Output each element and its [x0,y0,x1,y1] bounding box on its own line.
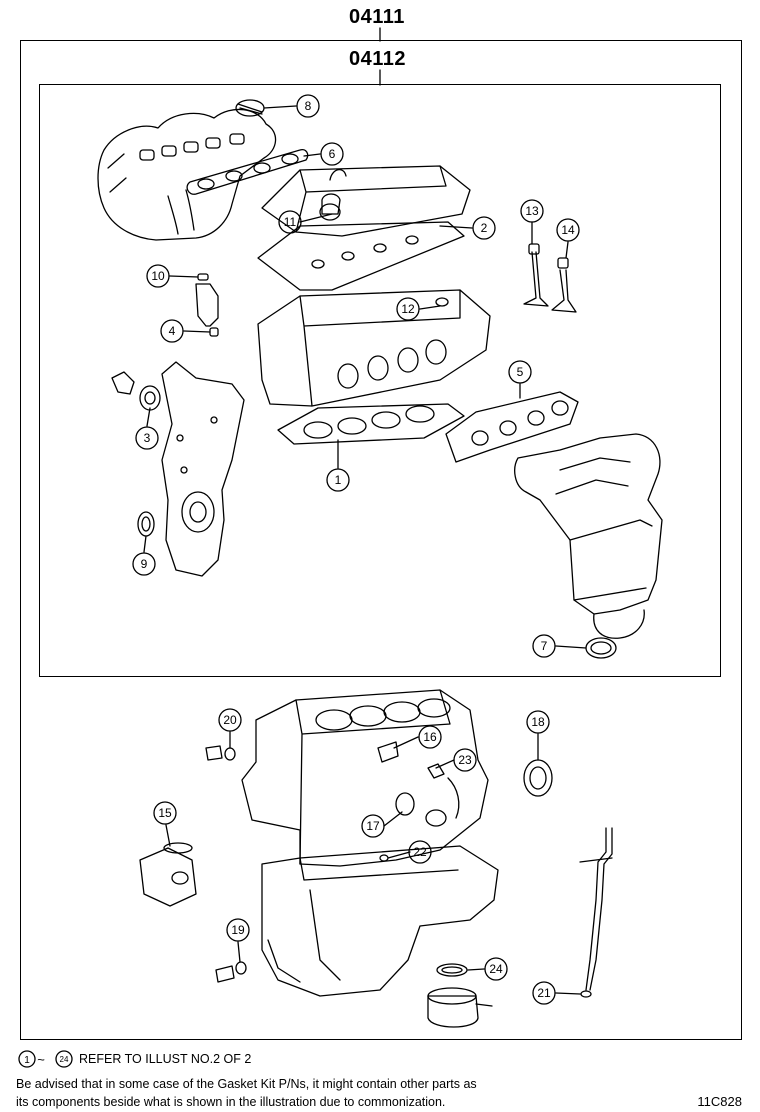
svg-text:12: 12 [401,302,415,316]
svg-text:16: 16 [423,730,437,744]
oil-pan-drawing [261,845,499,997]
water-outlet-gasket-drawing [111,371,161,411]
throttle-body-gasket-drawing [235,99,265,117]
svg-text:9: 9 [141,557,148,571]
callout-2: 2 [472,216,496,240]
svg-text:15: 15 [158,806,172,820]
svg-text:24: 24 [489,962,503,976]
callout-3: 3 [135,426,159,450]
valve-drawing [523,243,577,313]
exhaust-ring-gasket-drawing [585,637,617,659]
footer-range-start-callout: 1 [18,1050,36,1068]
rear-crankshaft-seal-drawing [523,759,553,797]
svg-text:11: 11 [284,215,297,229]
cylinder-head-gasket-drawing [277,403,465,445]
intake-manifold-drawing [97,108,277,241]
callout-13: 13 [520,199,544,223]
svg-text:7: 7 [541,639,548,653]
svg-text:22: 22 [413,845,427,859]
cylinder-block-drawing [241,689,489,867]
inner-kit-code: 04112 [349,48,407,70]
svg-text:24: 24 [60,1055,69,1064]
svg-text:3: 3 [144,431,151,445]
svg-text:13: 13 [525,204,539,218]
callout-23: 23 [453,748,477,772]
callout-6: 6 [320,142,344,166]
svg-text:20: 20 [223,713,237,727]
timing-chain-cover-drawing [161,361,245,577]
svg-text:18: 18 [531,715,545,729]
svg-text:21: 21 [537,986,551,1000]
callout-leader-lines [143,105,587,995]
oil-cooler-drawing [427,963,493,1028]
fuel-injector-drawing [195,273,219,337]
svg-text:5: 5 [517,365,524,379]
svg-text:4: 4 [169,324,176,338]
svg-text:23: 23 [458,753,472,767]
callout-16: 16 [418,725,442,749]
callout-12: 12 [396,297,420,321]
callout-8: 8 [296,94,320,118]
callout-20: 20 [218,708,242,732]
oil-filter-bracket-drawing [139,842,197,907]
callout-9: 9 [132,552,156,576]
footer-advice-line-1: Be advised that in some case of the Gask… [16,1077,477,1091]
svg-text:14: 14 [561,223,575,237]
callout-24: 24 [484,957,508,981]
outer-kit-frame [20,40,742,1040]
front-crankshaft-seal-drawing [137,511,155,537]
callout-14: 14 [556,218,580,242]
callout-17: 17 [361,814,385,838]
footer-range-end-callout: 24 [55,1050,73,1068]
drain-plug-gasket-drawing [205,745,247,983]
callout-11: 11 [278,210,302,234]
callout-21: 21 [532,981,556,1005]
footer-refer-note: REFER TO ILLUST NO.2 OF 2 [79,1052,252,1066]
intake-manifold-gasket-drawing [186,148,309,195]
cylinder-head-drawing [257,289,491,407]
svg-text:19: 19 [231,923,245,937]
callout-15: 15 [153,801,177,825]
svg-text:8: 8 [305,99,312,113]
callout-5: 5 [508,360,532,384]
svg-text:1: 1 [24,1055,30,1066]
outer-kit-code: 04111 [349,6,405,28]
callout-7: 7 [532,634,556,658]
footer-range-separator: ~ [37,1052,45,1067]
callout-22: 22 [408,840,432,864]
svg-text:2: 2 [481,221,488,235]
callout-19: 19 [226,918,250,942]
footer-advice-line-2: its components beside what is shown in t… [16,1095,446,1109]
svg-text:1: 1 [335,473,342,487]
svg-text:10: 10 [151,269,165,283]
callout-10: 10 [146,264,170,288]
svg-text:17: 17 [366,819,380,833]
callout-18: 18 [526,710,550,734]
callout-4: 4 [160,319,184,343]
figure-id: 11C828 [697,1094,742,1109]
exhaust-manifold-gasket-drawing [445,391,579,463]
oil-level-gauge-guide-drawing [579,827,613,998]
svg-text:6: 6 [329,147,336,161]
callout-1: 1 [326,468,350,492]
exhaust-manifold-drawing [514,433,663,639]
cylinder-head-cover-drawing [261,165,471,237]
